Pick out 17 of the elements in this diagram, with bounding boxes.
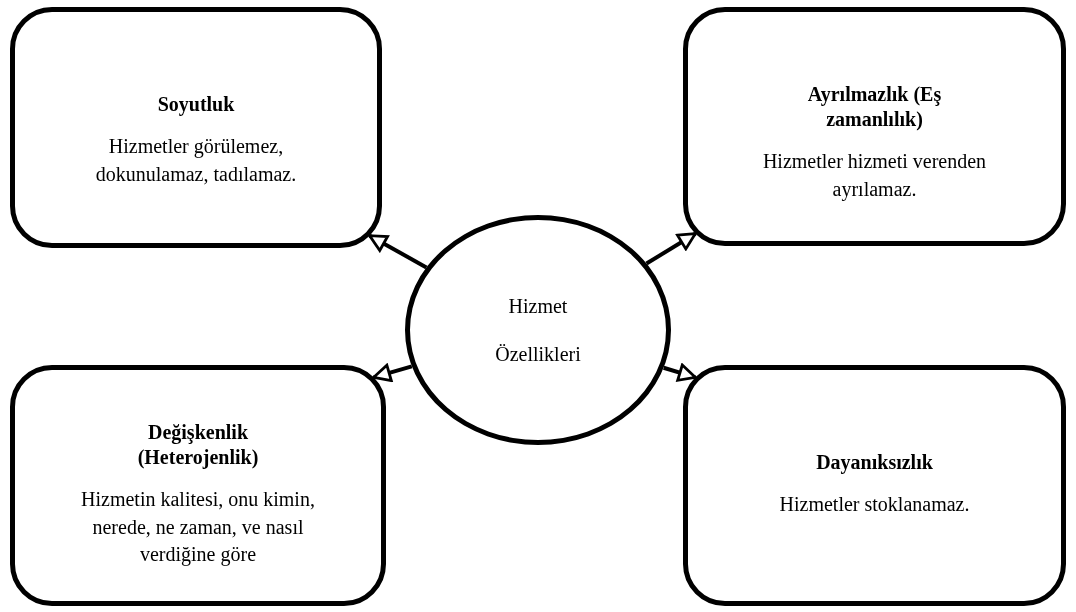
ellipse-text: Hizmet Özellikleri [494,294,582,367]
box-description: Hizmetler hizmeti verenden ayrılamaz. [761,149,988,203]
block-arrow [645,232,697,266]
box-description: Hizmetler görülemez, dokunulamaz, tadılamaz. [94,134,298,187]
box-description: Hizmetin kalitesi, onu kimin, nerede, ne zaman, ve nasıl verdiğine göre [80,487,316,568]
rounded-box [10,7,382,248]
box-heading: Ayrılmazlık (Eş zamanlılık) [806,82,943,132]
block-arrow [368,233,428,270]
rounded-box [10,365,386,606]
block-arrow [372,363,413,382]
rounded-box [683,365,1066,606]
rounded-box [683,7,1066,246]
box-heading: Soyutluk [157,92,235,117]
box-heading: Değişkenlik (Heterojenlik) [136,420,260,470]
block-arrow [663,363,697,382]
box-description: Hizmetler stoklanamaz. [779,492,970,517]
box-heading: Dayanıksızlık [816,450,933,475]
